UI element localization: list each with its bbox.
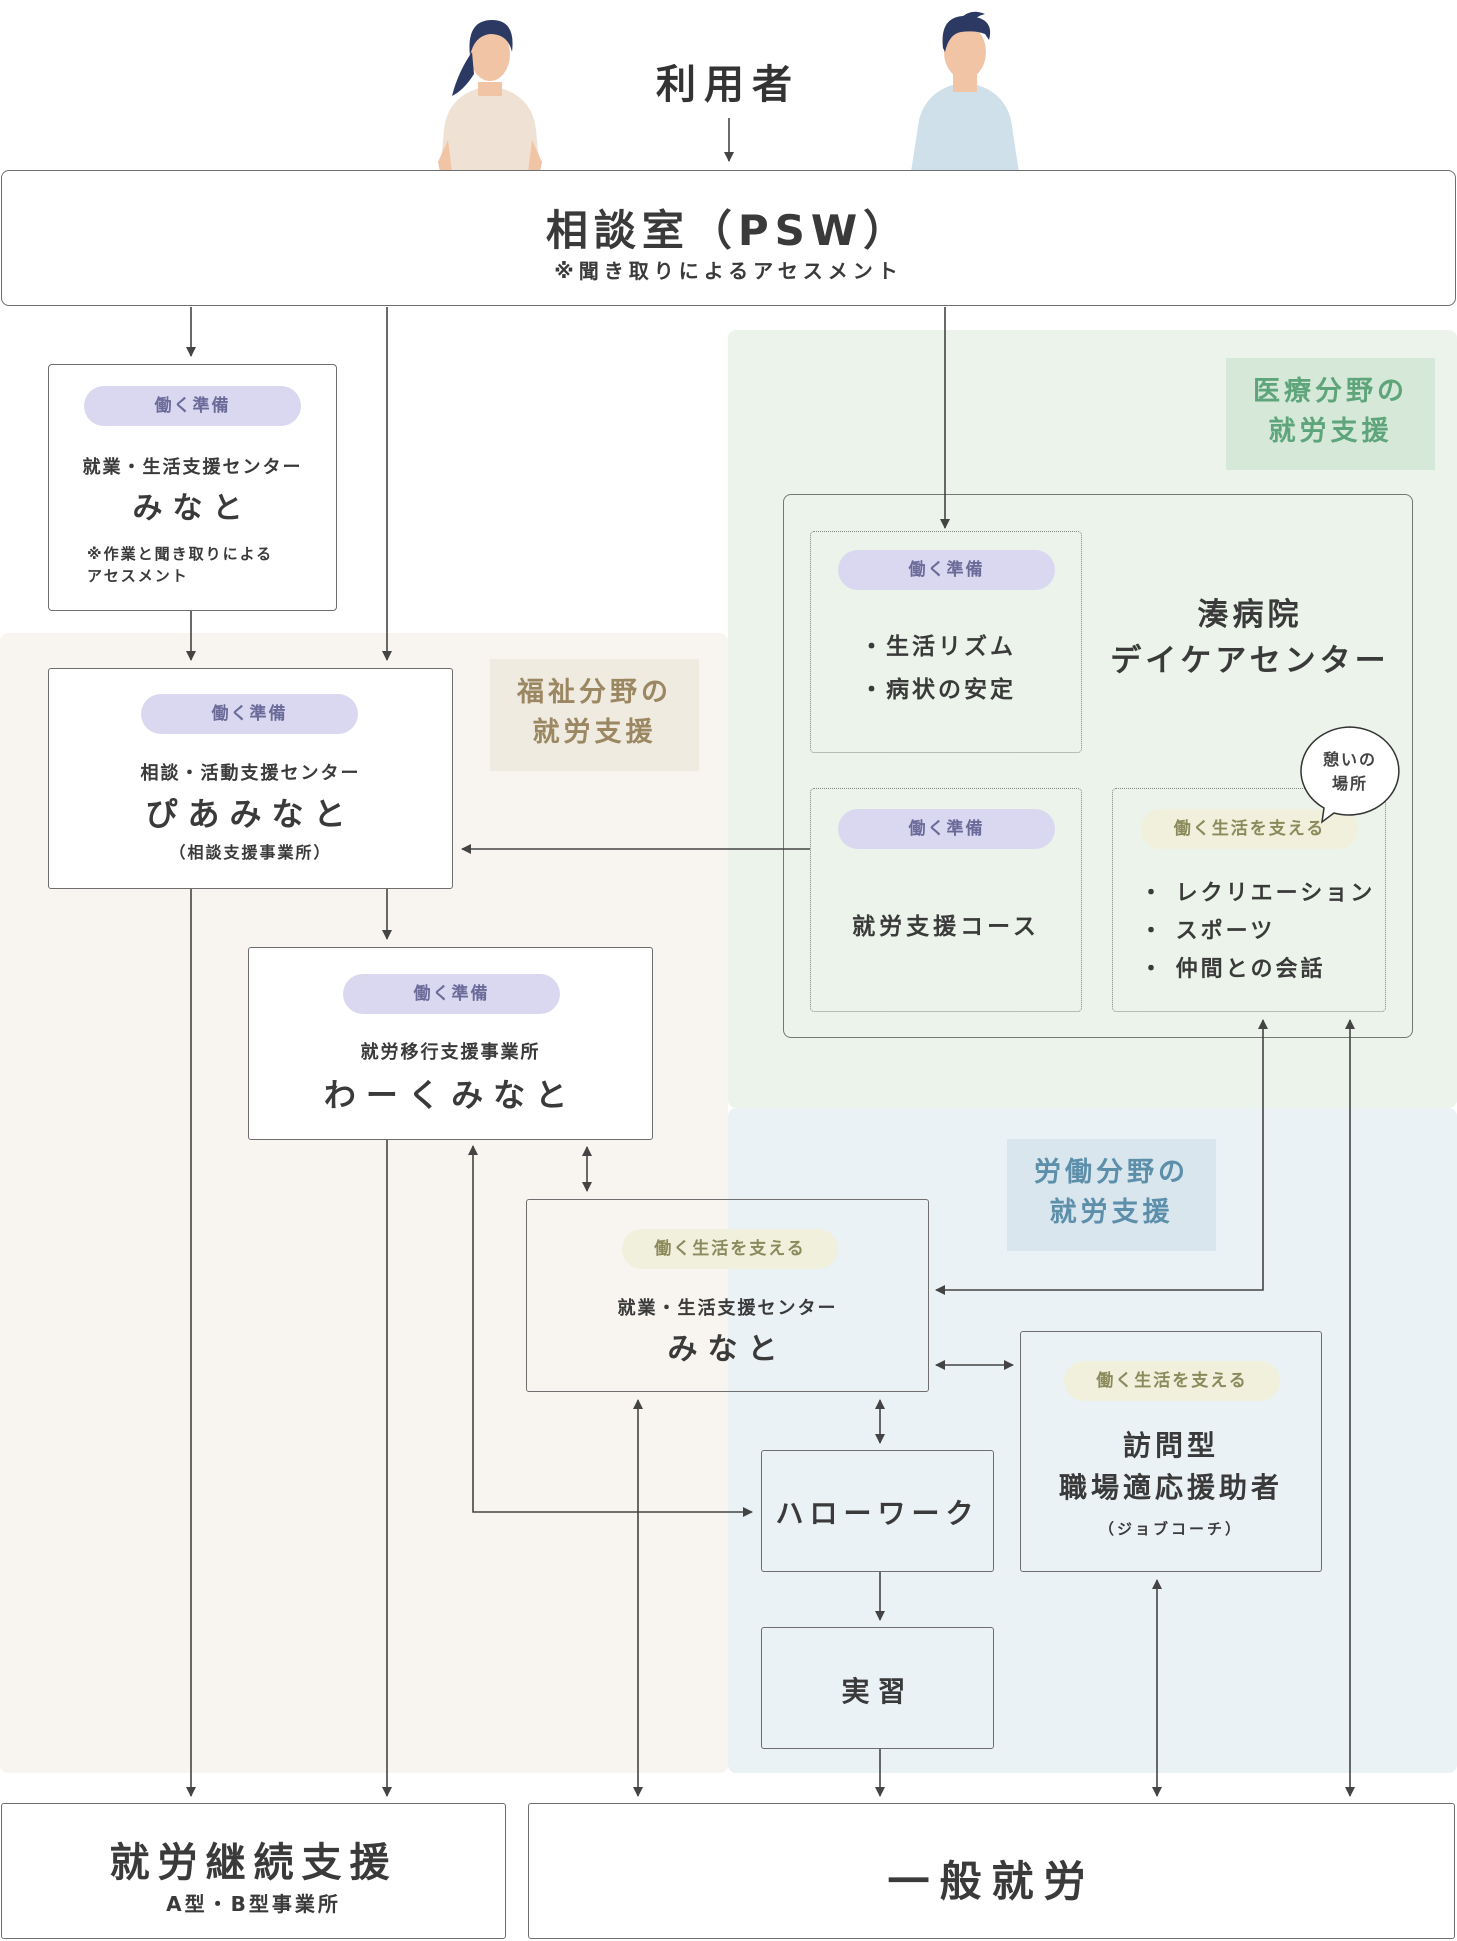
arrow-activity-minato xyxy=(935,1019,1268,1295)
medical-label-line1: 医療分野の xyxy=(1253,376,1408,407)
consultation-room-box: 相談室（PSW） ※聞き取りによるアセスメント xyxy=(1,170,1456,306)
activity-item-1: ・ レクリエーション xyxy=(1140,881,1376,906)
life-support-tag: 働く生活を支える xyxy=(1064,1361,1280,1401)
work-prep-tag: 働く準備 xyxy=(343,974,560,1014)
job-coach-line1: 訪問型 xyxy=(1122,1429,1219,1462)
bubble-line1: 憩いの xyxy=(1322,750,1377,769)
work-prep-tag: 働く準備 xyxy=(141,694,358,734)
arrow-work-hellowork xyxy=(468,1145,753,1517)
work-minato-box: 働く準備 就労移行支援事業所 わーくみなと xyxy=(248,947,653,1140)
pia-minato-note: （相談支援事業所） xyxy=(169,843,332,862)
medical-label-line2: 就労支援 xyxy=(1268,416,1393,447)
work-prep-tag: 働く準備 xyxy=(838,809,1055,849)
consultation-note: ※聞き取りによるアセスメント xyxy=(554,259,903,283)
daycare-activity-panel: 働く生活を支える ・ レクリエーション ・ スポーツ ・ 仲間との会話 xyxy=(1112,788,1386,1012)
minato-subtitle: 就業・生活支援センター xyxy=(82,457,303,478)
daycare-rhythm-panel: 働く準備 ・生活リズム ・病状の安定 xyxy=(810,531,1082,753)
work-minato-subtitle: 就労移行支援事業所 xyxy=(360,1042,541,1063)
daycare-course-panel: 働く準備 就労支援コース xyxy=(810,788,1082,1012)
work-prep-tag: 働く準備 xyxy=(84,386,301,426)
activity-item-2: ・ スポーツ xyxy=(1140,919,1276,944)
continuous-support-box: 就労継続支援 A型・B型事業所 xyxy=(1,1803,506,1939)
pia-minato-subtitle: 相談・活動支援センター xyxy=(140,763,361,784)
bubble-line2: 場所 xyxy=(1331,774,1368,793)
welfare-label-line1: 福祉分野の xyxy=(517,677,672,708)
continuous-support-title: 就労継続支援 xyxy=(109,1840,398,1886)
daycare-title-line2: デイケアセンター xyxy=(1110,643,1390,679)
rhythm-item-1: ・生活リズム xyxy=(860,634,1016,660)
daycare-title-line1: 湊病院 xyxy=(1197,597,1303,633)
course-label: 就労支援コース xyxy=(852,914,1040,940)
hello-work-label: ハローワーク xyxy=(775,1497,980,1530)
user-label: 利用者 xyxy=(656,62,800,108)
minato-name: みなと xyxy=(132,491,253,526)
man-figure-icon xyxy=(911,11,1019,172)
bubble-text: 憩いの 場所 xyxy=(1300,748,1400,796)
rhythm-item-2: ・病状の安定 xyxy=(860,677,1016,703)
general-employment-label: 一般就労 xyxy=(887,1857,1096,1906)
medical-field-label: 医療分野の 就労支援 xyxy=(1226,358,1435,470)
woman-figure-icon xyxy=(438,20,542,172)
life-support-tag: 働く生活を支える xyxy=(1141,809,1358,849)
minato-assessment-box: 働く準備 就業・生活支援センター みなと ※作業と聞き取りによる アセスメント xyxy=(48,364,337,611)
job-coach-line2: 職場適応援助者 xyxy=(1058,1471,1283,1504)
daycare-title: 湊病院 デイケアセンター xyxy=(1090,592,1410,684)
job-coach-box: 働く生活を支える 訪問型 職場適応援助者 （ジョブコーチ） xyxy=(1020,1331,1322,1572)
pia-minato-name: ぴあみなと xyxy=(145,795,356,833)
practice-box: 実習 xyxy=(761,1627,994,1749)
practice-label: 実習 xyxy=(841,1675,914,1708)
hello-work-box: ハローワーク xyxy=(761,1450,994,1572)
job-coach-note: （ジョブコーチ） xyxy=(1098,1520,1243,1538)
work-minato-name: わーくみなと xyxy=(323,1076,578,1114)
minato-note-line2: アセスメント xyxy=(87,567,189,585)
continuous-support-subtitle: A型・B型事業所 xyxy=(166,1892,341,1916)
work-prep-tag: 働く準備 xyxy=(838,550,1055,590)
welfare-label-line2: 就労支援 xyxy=(532,717,657,748)
general-employment-box: 一般就労 xyxy=(528,1803,1455,1939)
minato-note-line1: ※作業と聞き取りによる xyxy=(87,545,274,563)
welfare-field-label: 福祉分野の 就労支援 xyxy=(490,659,699,771)
consultation-title: 相談室（PSW） xyxy=(545,206,912,255)
speech-bubble-icon xyxy=(1300,726,1400,824)
pia-minato-box: 働く準備 相談・活動支援センター ぴあみなと （相談支援事業所） xyxy=(48,668,453,889)
activity-item-3: ・ 仲間との会話 xyxy=(1140,957,1326,982)
